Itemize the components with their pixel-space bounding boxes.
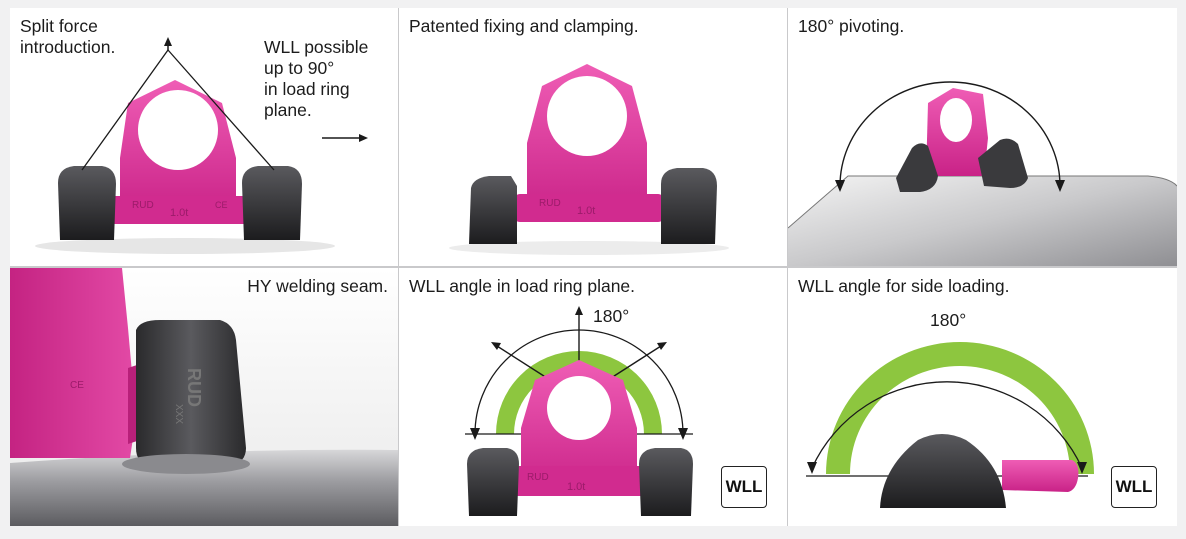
arrow-right-icon xyxy=(322,134,368,142)
welding-seam-illustration: RUD CE XXX xyxy=(10,268,398,526)
foot-mark-xxx: XXX xyxy=(173,404,184,424)
panel-caption: Patented fixing and clamping. xyxy=(409,16,639,36)
right-foot xyxy=(978,138,1028,188)
wll-note: WLL possible up to 90° in load ring plan… xyxy=(264,37,369,120)
steel-plate xyxy=(788,176,1177,266)
left-foot xyxy=(467,448,519,516)
arrow-up-icon xyxy=(164,37,172,50)
wll-side-loading-illustration xyxy=(806,342,1094,508)
ring-mark-rud: RUD xyxy=(539,198,561,209)
ring-mark-wll: 1.0t xyxy=(170,207,188,219)
angle-label: 180° xyxy=(930,310,967,330)
panel-split-force: RUD 1.0t CE Split force introduction. WL… xyxy=(10,8,398,266)
panel-fixing-clamping: RUD 1.0t Patented fixing and clamping. xyxy=(399,8,787,266)
feature-grid: RUD 1.0t CE Split force introduction. WL… xyxy=(10,8,1177,526)
ring-mark-rud: RUD xyxy=(132,200,154,211)
panel-pivoting: 180° pivoting. xyxy=(788,8,1177,266)
steel-tube xyxy=(10,449,398,526)
left-foot xyxy=(58,166,116,240)
ring-mark-wll: 1.0t xyxy=(577,205,595,217)
left-foot-clamp xyxy=(469,176,517,244)
wll-angle-arc xyxy=(826,342,1094,474)
ring-mark-ce: CE xyxy=(215,200,228,210)
curved-double-arrow-icon xyxy=(835,81,1065,192)
panel-caption: HY welding seam. xyxy=(247,276,388,296)
wll-ring-plane-illustration: RUD 1.0t xyxy=(465,306,693,516)
arrow-up-icon xyxy=(575,306,583,362)
panel-wll-ring-plane: RUD 1.0t WLL angle in load ring plane. 1… xyxy=(399,268,787,526)
ring-mark-ce: CE xyxy=(70,380,84,391)
ring-mark-wll: 1.0t xyxy=(567,481,585,493)
diagonal-arrows-icon xyxy=(491,342,667,379)
panel-caption: WLL angle for side loading. xyxy=(798,276,1010,296)
foot-mark-rud: RUD xyxy=(184,368,204,407)
fixing-clamping-illustration: RUD 1.0t xyxy=(449,64,729,255)
panel-wll-side-loading: WLL angle for side loading. 180° WLL xyxy=(788,268,1177,526)
panel-caption: Split force introduction. xyxy=(20,16,116,57)
panel-caption: WLL angle in load ring plane. xyxy=(409,276,636,296)
load-ring-side xyxy=(1002,460,1079,492)
load-ring-side xyxy=(10,268,136,458)
angle-label: 180° xyxy=(593,306,630,326)
wll-badge: WLL xyxy=(1111,466,1157,508)
right-foot xyxy=(242,166,302,240)
ring-mark-rud: RUD xyxy=(527,472,549,483)
wll-badge: WLL xyxy=(721,466,767,508)
right-foot xyxy=(661,168,717,244)
panel-welding-seam: RUD CE XXX HY welding seam. xyxy=(10,268,398,526)
pivoting-illustration xyxy=(788,81,1177,266)
foot-block xyxy=(136,320,246,465)
foot-block xyxy=(880,434,1006,508)
left-foot xyxy=(896,143,938,192)
panel-caption: 180° pivoting. xyxy=(798,16,905,36)
right-foot xyxy=(639,448,693,516)
split-force-illustration: RUD 1.0t CE xyxy=(35,37,368,254)
weld-seam xyxy=(122,454,250,474)
